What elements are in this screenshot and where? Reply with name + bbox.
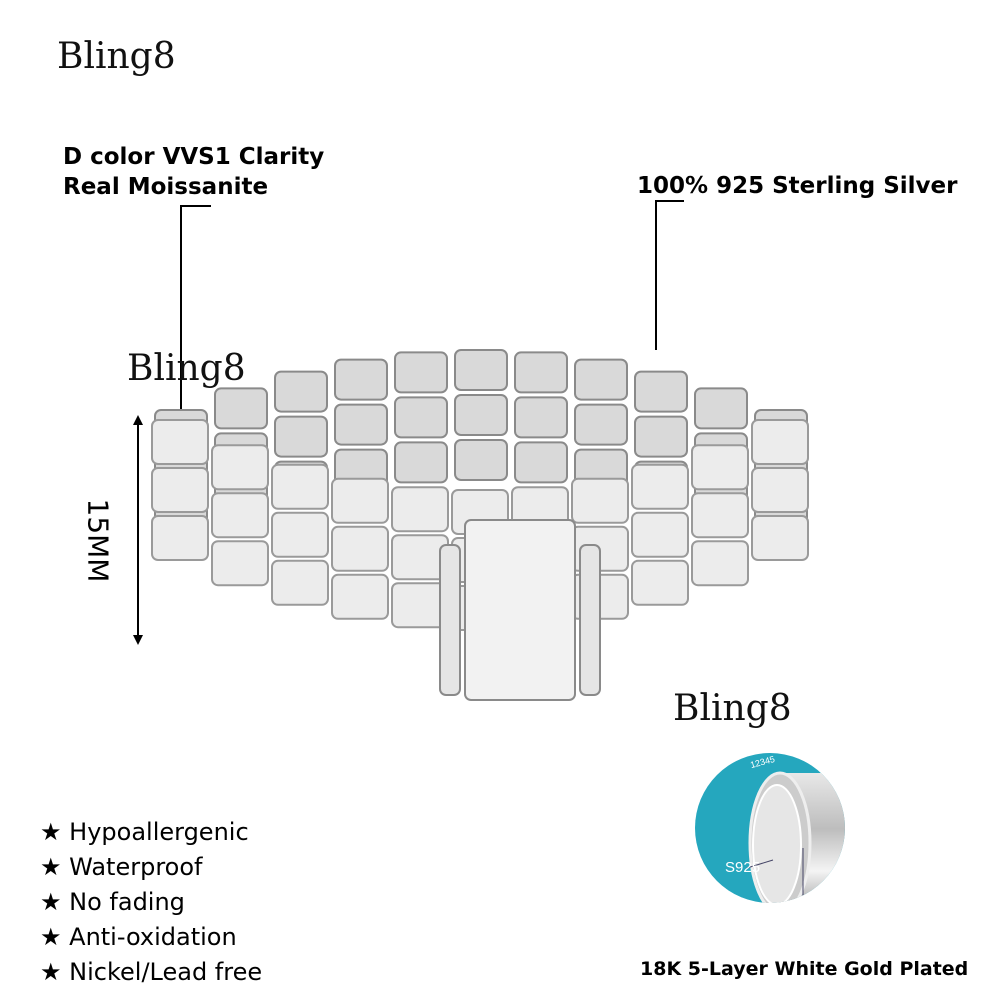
dimension-label: 15MM <box>81 498 115 583</box>
brand-watermark: Bling8 <box>673 688 792 729</box>
brand-watermark: Bling8 <box>57 36 176 77</box>
bracelet-link <box>151 515 209 561</box>
bracelet-link <box>691 492 749 539</box>
bracelet-link <box>454 349 508 391</box>
bracelet-link <box>691 540 749 587</box>
bracelet-link <box>394 441 448 484</box>
callout-line: D color VVS1 Clarity <box>63 144 325 170</box>
plating-caption: 18K 5-Layer White Gold Plated <box>640 958 969 980</box>
plating-diagram: 12345 S925 <box>695 753 845 903</box>
feature-item: ★ No fading <box>40 888 185 916</box>
moissanite-callout: D color VVS1 Clarity Real Moissanite <box>63 142 324 202</box>
clasp-bar <box>439 544 461 696</box>
bracelet-link <box>211 444 269 491</box>
bracelet-link <box>211 540 269 587</box>
core-label: S925 <box>725 859 761 876</box>
bracelet-clasp <box>464 519 576 701</box>
dimension-arrow <box>133 415 143 645</box>
bracelet-link <box>331 477 389 524</box>
bracelet-link <box>271 559 329 606</box>
bracelet-link <box>571 477 629 524</box>
bracelet-link <box>574 403 628 446</box>
bracelet-link <box>751 419 809 465</box>
bracelet-image <box>151 349 809 701</box>
callout-leader <box>180 205 211 207</box>
bracelet-link <box>574 358 628 401</box>
feature-item: ★ Hypoallergenic <box>40 818 249 846</box>
callout-leader <box>180 205 182 490</box>
bracelet-link <box>394 396 448 439</box>
bracelet-link <box>631 559 689 606</box>
bracelet-link <box>751 515 809 561</box>
bracelet-link <box>274 415 328 458</box>
callout-line: Real Moissanite <box>63 174 269 200</box>
bracelet-link <box>274 370 328 413</box>
callout-leader <box>655 200 684 202</box>
plated-tube-icon <box>746 771 845 903</box>
bracelet-link <box>394 351 448 394</box>
bracelet-link <box>271 463 329 510</box>
bracelet-link <box>211 492 269 539</box>
bracelet-link <box>634 415 688 458</box>
outer-label: 18K White Gold <box>738 904 837 920</box>
bracelet-link <box>691 444 749 491</box>
bracelet-link <box>334 358 388 401</box>
bracelet-link <box>514 441 568 484</box>
bracelet-link <box>391 486 449 533</box>
bracelet-link <box>514 396 568 439</box>
bracelet-link <box>514 351 568 394</box>
bracelet-link <box>334 403 388 446</box>
feature-list: ★ Hypoallergenic ★ Waterproof ★ No fadin… <box>40 815 262 990</box>
bracelet-link <box>331 573 389 620</box>
bracelet-link <box>631 463 689 510</box>
brand-watermark: Bling8 <box>127 348 246 389</box>
bracelet-link <box>151 467 209 513</box>
silver-callout: 100% 925 Sterling Silver <box>637 173 958 199</box>
callout-leader <box>655 200 657 350</box>
clasp-bar <box>579 544 601 696</box>
feature-item: ★ Nickel/Lead free <box>40 958 263 986</box>
bracelet-link <box>634 370 688 413</box>
feature-item: ★ Anti-oxidation <box>40 923 237 951</box>
bracelet-link <box>214 387 268 430</box>
feature-item: ★ Waterproof <box>40 853 203 881</box>
bracelet-link <box>151 419 209 465</box>
bracelet-link <box>751 467 809 513</box>
bracelet-link <box>331 525 389 572</box>
bracelet-link <box>271 511 329 558</box>
bracelet-link <box>454 439 508 481</box>
bracelet-link <box>454 394 508 436</box>
bracelet-link <box>631 511 689 558</box>
bracelet-link <box>694 387 748 430</box>
outer-label: Plated <box>777 925 817 941</box>
